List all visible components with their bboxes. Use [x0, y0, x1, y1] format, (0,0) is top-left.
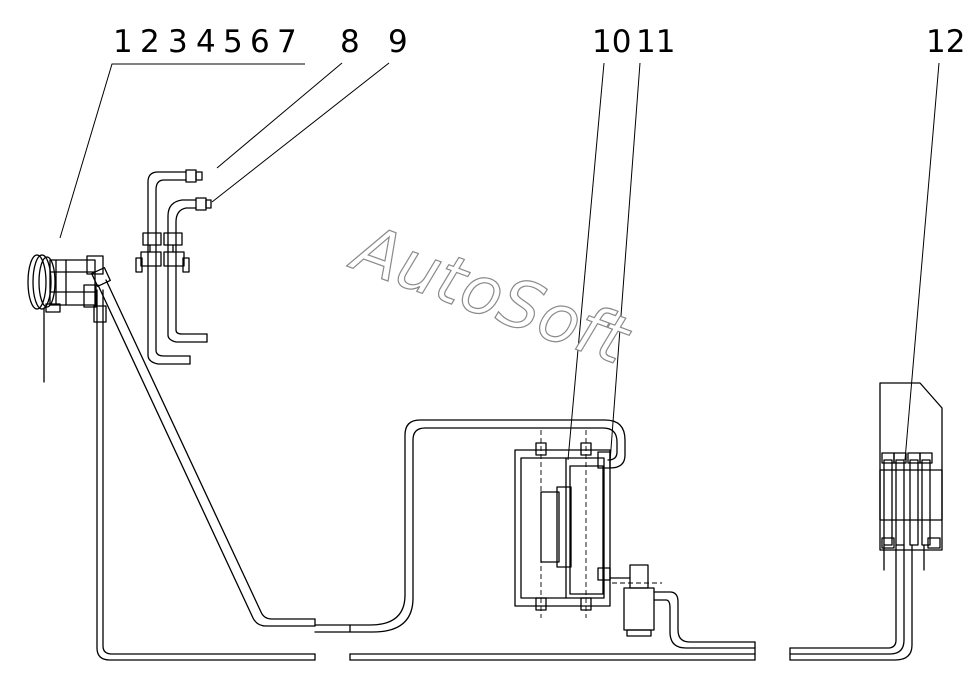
callout-2: 2 [140, 24, 160, 60]
callout-4: 4 [196, 24, 216, 60]
callout-1: 1 [113, 24, 133, 60]
watermark-text: AutoSoft [341, 208, 641, 380]
callout-3: 3 [168, 24, 188, 60]
callout-8: 8 [340, 24, 360, 60]
evaporator-unit [514, 430, 611, 618]
leader-11 [609, 62, 641, 463]
callout-6: 6 [250, 24, 270, 60]
leader-lines [59, 62, 940, 463]
callout-5: 5 [223, 24, 243, 60]
callout-7: 7 [277, 24, 297, 60]
hose-assembly-8-9 [135, 169, 212, 365]
callout-11: 11 [636, 24, 675, 60]
callout-9: 9 [388, 24, 408, 60]
leader-10 [567, 62, 605, 461]
leader-12 [904, 62, 940, 461]
leader-8 [216, 62, 343, 169]
callout-labels: 1 2 3 4 5 6 7 8 9 10 11 12 [113, 24, 965, 60]
leader-1-7 [59, 63, 305, 239]
callout-10: 10 [592, 24, 631, 60]
receiver-drier [609, 564, 756, 661]
leader-9 [211, 62, 390, 203]
compressor [27, 254, 104, 383]
callout-12: 12 [926, 24, 965, 60]
evaporator-hoses [314, 419, 756, 661]
condenser-bracket [789, 382, 943, 661]
compressor-hoses [91, 267, 316, 661]
